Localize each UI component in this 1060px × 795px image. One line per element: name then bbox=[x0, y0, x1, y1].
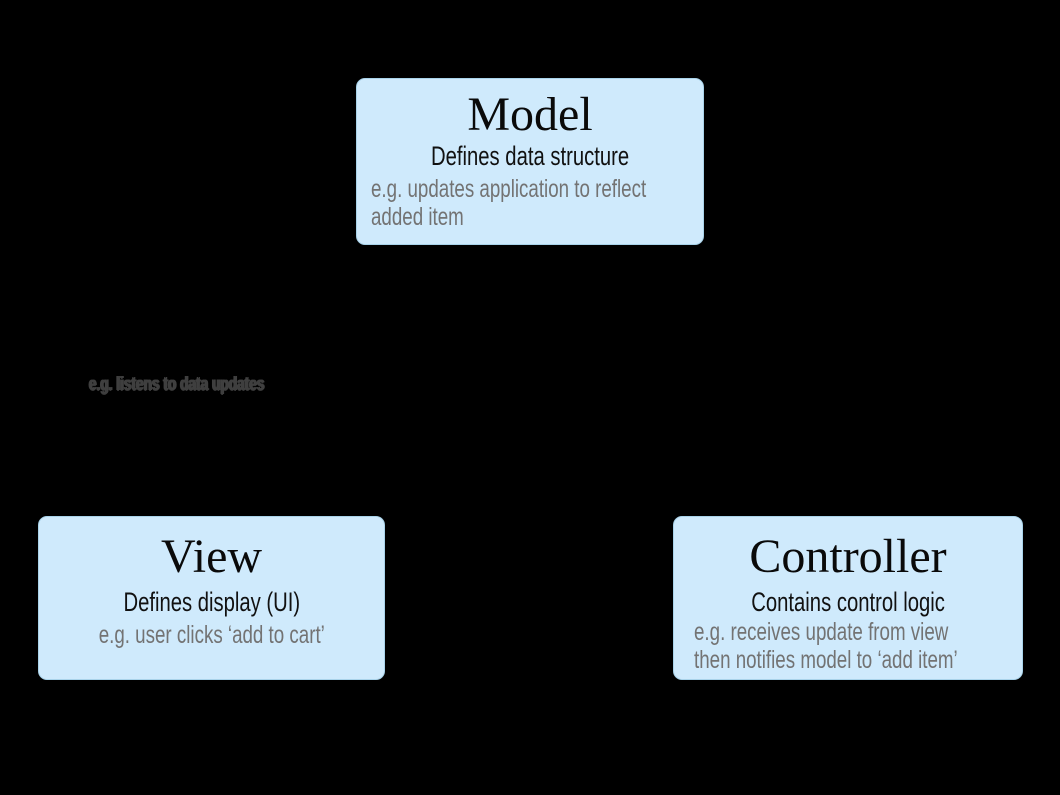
controller-subtitle-text: Contains control logic bbox=[751, 587, 945, 617]
model-example-line-2: added item bbox=[371, 203, 464, 231]
controller-example-line-2: then notifies model to ‘add item’ bbox=[694, 646, 958, 674]
listens-to-data-updates-text: e.g. listens to data updates bbox=[88, 374, 264, 395]
controller-title: Controller bbox=[749, 530, 947, 583]
model-subtitle-text: Defines data structure bbox=[430, 141, 630, 171]
view-example-line-1: e.g. user clicks ‘add to cart’ bbox=[98, 621, 325, 649]
view-node: View Defines display (UI) e.g. user clic… bbox=[38, 516, 385, 680]
controller-example-line: then notifies model to ‘add item’ bbox=[694, 646, 1022, 674]
model-subtitle: Defines data structure bbox=[357, 143, 703, 170]
model-example: e.g. updates application to reflect adde… bbox=[357, 175, 703, 231]
controller-node: Controller Contains control logic e.g. r… bbox=[673, 516, 1023, 680]
model-example-line: added item bbox=[371, 203, 703, 231]
view-subtitle: Defines display (UI) bbox=[39, 589, 384, 616]
view-example: e.g. user clicks ‘add to cart’ bbox=[39, 621, 384, 649]
model-title: Model bbox=[467, 88, 593, 141]
model-example-line: e.g. updates application to reflect bbox=[371, 175, 703, 203]
view-title: View bbox=[160, 530, 263, 583]
view-subtitle-text: Defines display (UI) bbox=[123, 587, 300, 617]
controller-example: e.g. receives update from view then noti… bbox=[674, 618, 1022, 674]
controller-example-line: e.g. receives update from view bbox=[694, 618, 1022, 646]
controller-example-line-1: e.g. receives update from view bbox=[694, 618, 949, 646]
listens-to-data-updates-label: e.g. listens to data updates bbox=[88, 373, 332, 397]
view-example-line: e.g. user clicks ‘add to cart’ bbox=[39, 621, 384, 649]
controller-subtitle: Contains control logic bbox=[674, 589, 1022, 616]
model-node: Model Defines data structure e.g. update… bbox=[356, 78, 704, 245]
model-example-line-1: e.g. updates application to reflect bbox=[371, 175, 647, 203]
